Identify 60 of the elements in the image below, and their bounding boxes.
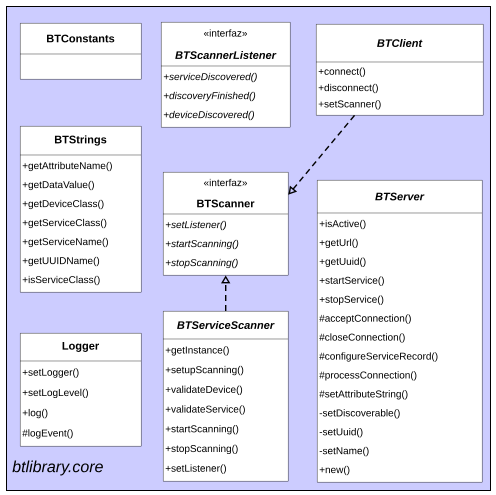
class-name: BTServiceScanner — [177, 320, 275, 330]
method-text: +setLogger() — [22, 368, 79, 378]
method-text: #setAttributeString() — [319, 390, 408, 400]
class-name: BTStrings — [54, 135, 106, 146]
method-text: +isActive() — [320, 220, 366, 230]
method-text: +stopScanning() — [166, 444, 238, 454]
class-box — [162, 311, 288, 482]
method-text: +serviceDiscovered() — [164, 72, 257, 82]
method-text: -setName() — [320, 446, 369, 456]
class-box — [20, 23, 142, 80]
method-text: +connect() — [318, 68, 366, 77]
method-text: +log() — [22, 408, 48, 418]
package-label: btlibrary.core — [12, 460, 103, 476]
class-name: BTServer — [375, 192, 424, 200]
method-text: +getInstance() — [166, 346, 229, 356]
method-text: +setScanner() — [318, 100, 381, 110]
method-text: +startScanning() — [166, 240, 238, 250]
method-text: -setDiscoverable() — [320, 409, 400, 418]
method-text: +startScanning() — [166, 425, 238, 434]
method-text: +setListener() — [166, 464, 226, 474]
method-text: #logEvent() — [22, 429, 73, 439]
method-text: +getDeviceClass() — [22, 200, 104, 210]
method-text: +getServiceClass() — [22, 218, 106, 228]
class-name: BTClient — [377, 38, 422, 48]
method-text: #processConnection() — [319, 371, 416, 381]
class-box — [316, 24, 484, 116]
method-text: +validateService() — [166, 405, 245, 415]
method-text: #configureServiceRecord() — [319, 352, 438, 362]
method-text: +getUrl() — [320, 238, 358, 248]
method-text: +deviceDiscovered() — [164, 110, 254, 120]
method-text: +setListener() — [166, 220, 226, 230]
method-text: -setUuid() — [320, 428, 362, 438]
method-text: +setLogLevel() — [22, 388, 88, 398]
class-name: BTScanner — [197, 200, 254, 208]
method-text: +getUUIDName() — [22, 256, 100, 266]
class-box — [316, 180, 482, 482]
class-box — [162, 172, 288, 276]
stereotype-label: «interfaz» — [204, 178, 248, 186]
method-text: +new() — [320, 466, 350, 476]
method-text: #acceptConnection() — [319, 314, 411, 324]
method-text: +setupScanning() — [166, 366, 244, 376]
method-text: +disconnect() — [318, 84, 378, 94]
class-name: BTConstants — [47, 34, 114, 42]
stereotype-label: «interfaz» — [204, 29, 248, 37]
class-name: BTScannerListener — [175, 50, 276, 60]
method-text: +startService() — [320, 276, 384, 286]
method-text: +getServiceName() — [22, 238, 108, 248]
method-text: +getAttributeName() — [22, 162, 112, 172]
class-box — [20, 333, 142, 446]
method-text: +isServiceClass() — [22, 276, 100, 286]
class-box — [160, 22, 290, 128]
method-text: +stopScanning() — [166, 258, 238, 268]
method-text: +validateDevice() — [166, 386, 242, 395]
method-text: +stopService() — [320, 296, 384, 305]
method-text: +discoveryFinished() — [164, 92, 256, 102]
class-name: Logger — [62, 342, 99, 352]
method-text: #closeConnection() — [319, 333, 405, 343]
class-box — [20, 126, 142, 292]
method-text: +getUuid() — [320, 258, 366, 267]
method-text: +getDataValue() — [22, 180, 94, 190]
